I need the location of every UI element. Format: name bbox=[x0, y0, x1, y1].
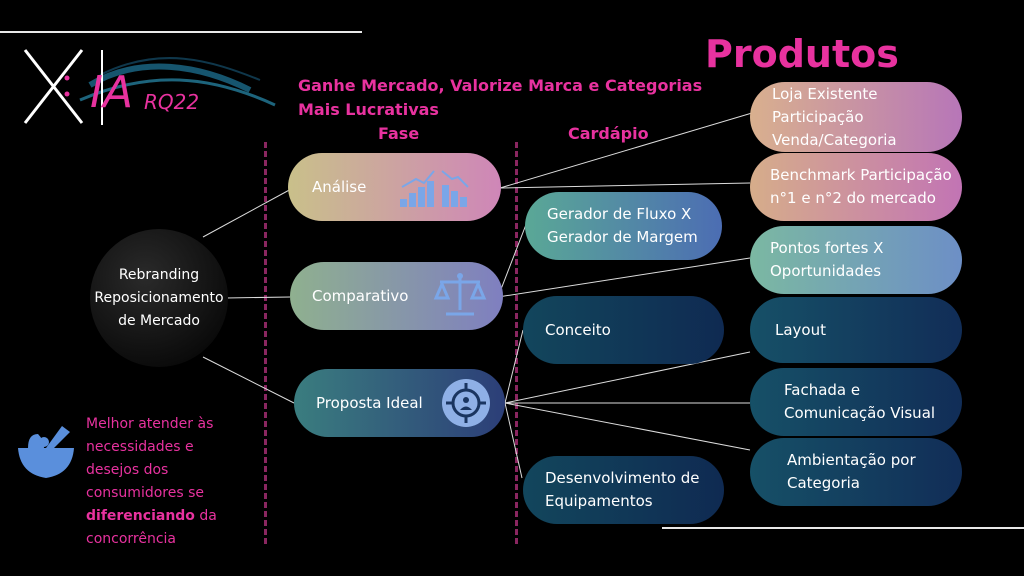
bottom-rule bbox=[662, 527, 1024, 529]
logo-text: IA bbox=[90, 67, 134, 118]
produto-fachada: Fachada e Comunicação Visual bbox=[750, 368, 962, 436]
cardapio-gerador-label: Gerador de Fluxo X Gerador de Margem bbox=[547, 205, 698, 246]
fase-proposta-ideal: Proposta Ideal bbox=[294, 369, 505, 437]
note-bold: diferenciando bbox=[86, 508, 195, 524]
target-user-icon bbox=[442, 379, 490, 427]
produto-layout-label: Layout bbox=[775, 320, 826, 339]
subtitle: Ganhe Mercado, Valorize Marca e Categori… bbox=[298, 76, 703, 119]
separator-left bbox=[264, 142, 267, 544]
fase-proposta-label: Proposta Ideal bbox=[316, 393, 423, 412]
cardapio-conceito-label: Conceito bbox=[545, 320, 611, 339]
fase-comparativo: Comparativo bbox=[290, 262, 503, 330]
produto-ambientacao-label: Ambientação por Categoria bbox=[787, 451, 916, 492]
produto-ambientacao: Ambientação por Categoria bbox=[750, 438, 962, 506]
note-text: Melhor atender às necessidades e desejos… bbox=[86, 413, 256, 551]
produto-pontos-label: Pontos fortes X Oportunidades bbox=[770, 239, 884, 280]
cardapio-equipamentos: Desenvolvimento de Equipamentos bbox=[523, 456, 724, 524]
note-line1: Melhor atender às necessidades e desejos… bbox=[86, 416, 214, 501]
produto-layout: Layout bbox=[750, 297, 962, 363]
balance-scale-icon bbox=[433, 273, 487, 316]
fase-comparativo-label: Comparativo bbox=[312, 286, 409, 305]
mortar-bowl-icon bbox=[18, 426, 74, 478]
cardapio-equipamentos-label: Desenvolvimento de Equipamentos bbox=[545, 469, 700, 510]
produto-pontos-fortes: Pontos fortes X Oportunidades bbox=[750, 226, 962, 294]
center-label: Rebranding Reposicionamento de Mercado bbox=[94, 266, 224, 329]
logo-swoosh bbox=[23, 49, 276, 125]
produto-benchmark-label: Benchmark Participação n°1 e n°2 do merc… bbox=[770, 166, 952, 207]
center-node: Rebranding Reposicionamento de Mercado bbox=[90, 229, 228, 367]
cardapio-conceito: Conceito bbox=[523, 296, 724, 364]
page-title: Produtos bbox=[705, 32, 899, 76]
header-fase: Fase bbox=[378, 124, 420, 143]
fase-analise-label: Análise bbox=[312, 177, 367, 196]
produto-loja-existente: Loja Existente Participação Venda/Catego… bbox=[750, 82, 962, 152]
logo-subtext: RQ22 bbox=[144, 90, 200, 114]
chart-bars-icon bbox=[400, 170, 469, 207]
fase-analise: Análise bbox=[288, 153, 501, 221]
top-rule bbox=[0, 31, 362, 33]
produto-benchmark: Benchmark Participação n°1 e n°2 do merc… bbox=[750, 153, 962, 221]
header-cardapio: Cardápio bbox=[568, 124, 649, 143]
produto-fachada-label: Fachada e Comunicação Visual bbox=[784, 381, 936, 422]
cardapio-gerador: Gerador de Fluxo X Gerador de Margem bbox=[525, 192, 722, 260]
produto-loja-label: Loja Existente Participação Venda/Catego… bbox=[772, 84, 897, 149]
logo: IA RQ22 bbox=[20, 45, 280, 130]
separator-right bbox=[515, 142, 518, 544]
note-line2: da concorrência bbox=[86, 508, 217, 547]
